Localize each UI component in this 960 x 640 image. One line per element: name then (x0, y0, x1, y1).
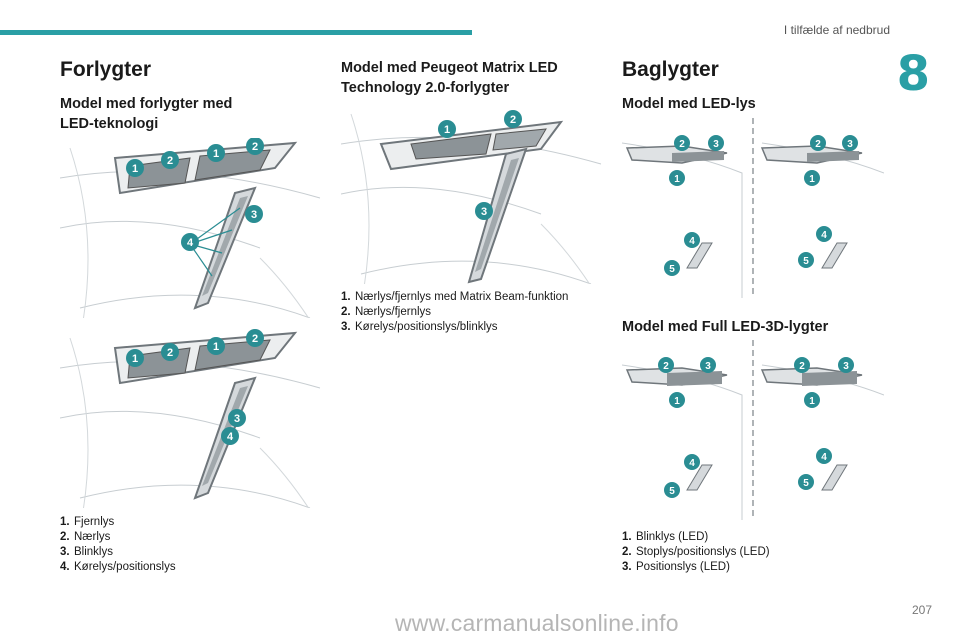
callout-2b-icon: 2 (810, 135, 826, 151)
watermark: www.carmanualsonline.info (395, 610, 679, 636)
headlight-legend: 1.Fjernlys 2.Nærlys 3.Blinklys 4.Kørelys… (60, 515, 176, 575)
svg-text:4: 4 (689, 236, 695, 247)
matrix-led-figure: 1 2 3 (341, 104, 603, 284)
led-rear-figure: 1 2 3 4 5 1 2 3 4 5 (622, 118, 884, 298)
callout-2-icon: 2 (504, 110, 522, 128)
callout-2-icon: 2 (161, 343, 179, 361)
legend-item: 1.Nærlys/fjernlys med Matrix Beam-funkti… (341, 291, 569, 303)
svg-text:1: 1 (809, 174, 815, 185)
full-led-rear-figure: 1 2 3 4 5 1 2 3 4 5 (622, 340, 884, 520)
callout-1b-icon: 1 (804, 392, 820, 408)
led-headlight-figure-1: 1 2 1 2 3 4 (60, 138, 322, 318)
rear-legend: 1.Blinklys (LED) 2.Stoplys/positionslys … (622, 530, 770, 575)
led-headlights-subtitle: Model med forlygter med LED-teknologi (60, 96, 233, 132)
matrix-legend: 1.Nærlys/fjernlys med Matrix Beam-funkti… (341, 290, 568, 335)
callout-3-icon: 3 (708, 135, 724, 151)
callout-1-icon: 1 (438, 120, 456, 138)
full-led-rear-subtitle: Model med Full LED-3D-lygter (622, 319, 829, 335)
svg-text:2: 2 (815, 139, 821, 150)
callout-2-icon: 2 (658, 357, 674, 373)
callout-5b-icon: 5 (798, 252, 814, 268)
callout-3-icon: 3 (700, 357, 716, 373)
svg-text:2: 2 (167, 155, 173, 167)
legend-item: 3.Kørelys/positionslys/blinklys (341, 321, 498, 333)
svg-text:2: 2 (663, 361, 669, 372)
svg-text:2: 2 (252, 141, 258, 153)
legend-item: 2.Stoplys/positionslys (LED) (622, 546, 770, 558)
rear-lights-title: Baglygter (622, 58, 719, 81)
callout-2b-icon: 2 (246, 138, 264, 155)
callout-4-icon: 4 (684, 232, 700, 248)
callout-2-icon: 2 (161, 151, 179, 169)
legend-item: 1.Blinklys (LED) (622, 531, 709, 543)
callout-4-icon: 4 (684, 454, 700, 470)
callout-3-icon: 3 (228, 409, 246, 427)
svg-text:1: 1 (444, 124, 450, 136)
legend-item: 3.Positionslys (LED) (622, 561, 730, 573)
svg-text:1: 1 (674, 396, 680, 407)
callout-1b-icon: 1 (207, 144, 225, 162)
callout-5b-icon: 5 (798, 474, 814, 490)
callout-3b-icon: 3 (842, 135, 858, 151)
callout-1-icon: 1 (126, 349, 144, 367)
svg-text:3: 3 (847, 139, 853, 150)
callout-2b-icon: 2 (794, 357, 810, 373)
callout-4-icon: 4 (221, 427, 239, 445)
svg-text:2: 2 (679, 139, 685, 150)
led-headlight-figure-2: 1 2 1 2 3 4 (60, 328, 322, 508)
headlights-title: Forlygter (60, 58, 152, 81)
matrix-led-subtitle: Model med Peugeot Matrix LED Technology … (341, 60, 558, 96)
callout-1-icon: 1 (126, 159, 144, 177)
svg-text:3: 3 (705, 361, 711, 372)
svg-text:1: 1 (132, 163, 138, 175)
legend-item: 2.Nærlys (60, 531, 111, 543)
callout-1b-icon: 1 (804, 170, 820, 186)
legend-item: 4.Kørelys/positionslys (60, 561, 176, 573)
svg-text:4: 4 (821, 452, 827, 463)
callout-1b-icon: 1 (207, 337, 225, 355)
callout-4-icon: 4 (181, 233, 199, 251)
callout-5-icon: 5 (664, 482, 680, 498)
svg-text:4: 4 (689, 458, 695, 469)
svg-text:1: 1 (809, 396, 815, 407)
led-rear-subtitle: Model med LED-lys (622, 96, 756, 112)
svg-text:3: 3 (481, 206, 487, 218)
callout-1-icon: 1 (669, 170, 685, 186)
svg-text:2: 2 (510, 114, 516, 126)
svg-text:3: 3 (234, 413, 240, 425)
legend-item: 1.Fjernlys (60, 516, 115, 528)
svg-text:2: 2 (252, 333, 258, 345)
svg-text:5: 5 (669, 486, 675, 497)
callout-3-icon: 3 (475, 202, 493, 220)
svg-text:1: 1 (674, 174, 680, 185)
callout-4b-icon: 4 (816, 448, 832, 464)
callout-2b-icon: 2 (246, 329, 264, 347)
chapter-number: 8 (896, 46, 930, 102)
svg-text:2: 2 (167, 347, 173, 359)
svg-text:5: 5 (669, 264, 675, 275)
header-accent-bar (0, 30, 472, 35)
callout-2-icon: 2 (674, 135, 690, 151)
svg-text:1: 1 (213, 148, 219, 160)
svg-text:4: 4 (821, 230, 827, 241)
callout-3-icon: 3 (245, 205, 263, 223)
svg-text:4: 4 (187, 237, 194, 249)
svg-text:1: 1 (213, 341, 219, 353)
svg-text:4: 4 (227, 431, 234, 443)
svg-text:3: 3 (843, 361, 849, 372)
callout-5-icon: 5 (664, 260, 680, 276)
svg-text:5: 5 (803, 256, 809, 267)
page-number: 207 (911, 603, 932, 617)
svg-text:3: 3 (251, 209, 257, 221)
callout-3b-icon: 3 (838, 357, 854, 373)
section-title: I tilfælde af nedbrud (783, 23, 890, 37)
svg-text:2: 2 (799, 361, 805, 372)
svg-text:5: 5 (803, 478, 809, 489)
legend-item: 2.Nærlys/fjernlys (341, 306, 432, 318)
callout-4b-icon: 4 (816, 226, 832, 242)
legend-item: 3.Blinklys (60, 546, 113, 558)
svg-text:3: 3 (713, 139, 719, 150)
callout-1-icon: 1 (669, 392, 685, 408)
svg-text:1: 1 (132, 353, 138, 365)
